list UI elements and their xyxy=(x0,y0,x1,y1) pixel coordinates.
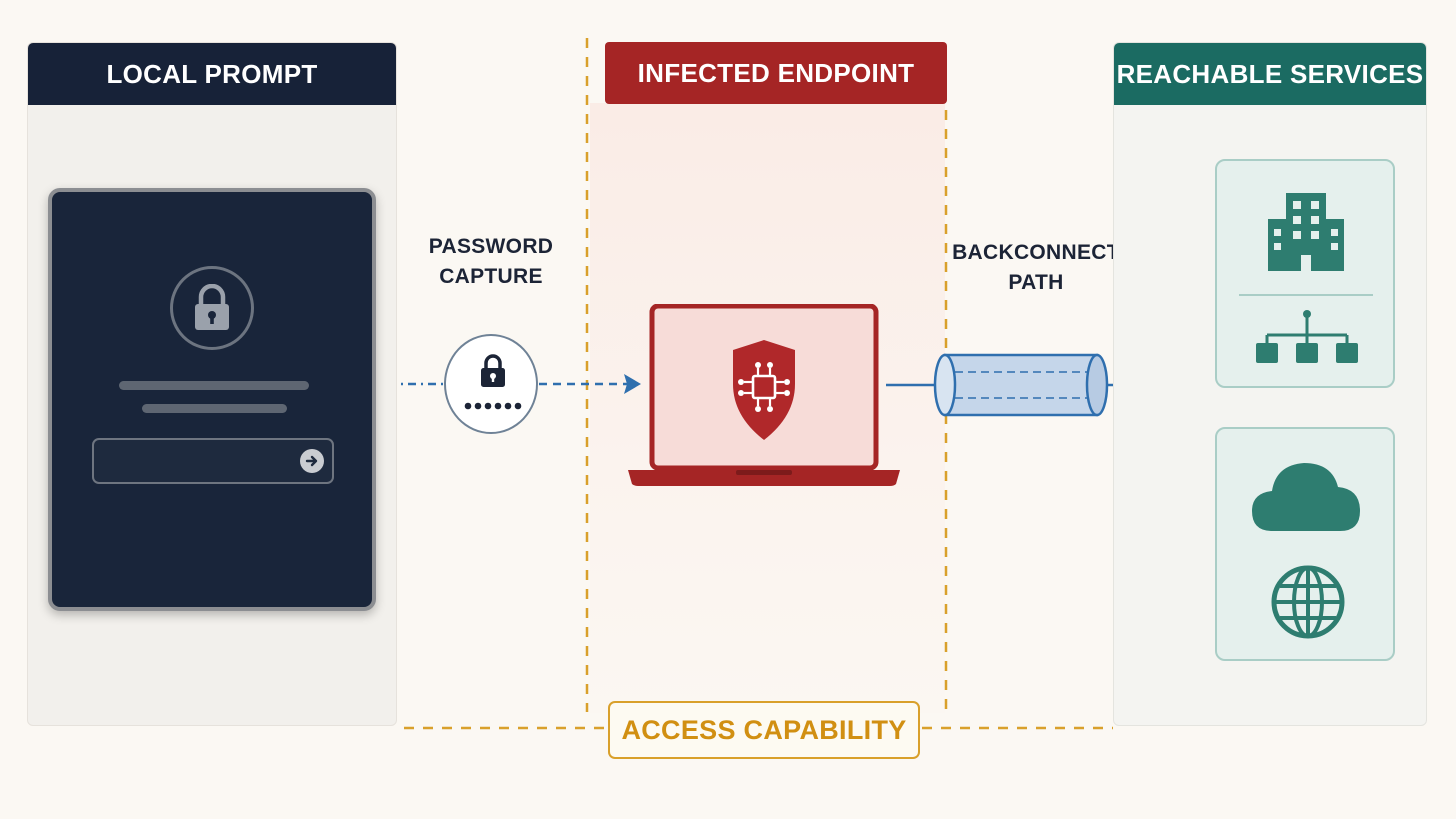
building-icon xyxy=(1268,193,1344,271)
subtitle-placeholder-bar xyxy=(142,404,287,413)
infected-endpoint-panel: INFECTED ENDPOINT xyxy=(605,42,947,104)
infected-endpoint-header: INFECTED ENDPOINT xyxy=(605,42,947,104)
network-tree-icon xyxy=(1256,310,1358,363)
backconnect-label-line2: PATH xyxy=(1008,271,1064,294)
lock-ring xyxy=(170,266,254,350)
service-card-external xyxy=(1215,427,1395,661)
capture-label-line2: CAPTURE xyxy=(439,265,543,288)
arrow-right-icon xyxy=(305,455,318,467)
submit-button[interactable] xyxy=(300,449,324,473)
access-capability-label: ACCESS CAPABILITY xyxy=(608,701,920,759)
capture-flow-arrowhead xyxy=(624,374,641,394)
card-divider xyxy=(1239,294,1373,296)
password-capture-node xyxy=(444,334,538,434)
password-capture-label: PASSWORD CAPTURE xyxy=(405,232,577,292)
access-capability-text: ACCESS CAPABILITY xyxy=(621,714,907,745)
globe-icon xyxy=(1271,565,1345,639)
infected-endpoint-title: INFECTED ENDPOINT xyxy=(637,57,915,88)
tunnel-icon xyxy=(933,353,1109,417)
reachable-services-header: REACHABLE SERVICES xyxy=(1114,43,1426,105)
lock-icon xyxy=(195,284,229,330)
lock-icon xyxy=(481,354,505,387)
shield-chip-icon xyxy=(733,340,795,440)
cloud-icon xyxy=(1252,463,1360,531)
local-prompt-header: LOCAL PROMPT xyxy=(28,43,396,105)
backconnect-path-label: BACKCONNECT PATH xyxy=(952,238,1120,298)
reachable-services-title: REACHABLE SERVICES xyxy=(1116,58,1424,89)
username-placeholder-bar xyxy=(119,381,309,390)
laptop-icon xyxy=(628,304,900,486)
masked-password-dots xyxy=(464,402,522,410)
login-screen xyxy=(48,188,376,611)
service-card-internal xyxy=(1215,159,1395,388)
local-prompt-title: LOCAL PROMPT xyxy=(106,58,318,89)
password-field[interactable] xyxy=(92,438,334,484)
backconnect-label-line1: BACKCONNECT xyxy=(952,241,1120,264)
capture-label-line1: PASSWORD xyxy=(428,235,554,258)
